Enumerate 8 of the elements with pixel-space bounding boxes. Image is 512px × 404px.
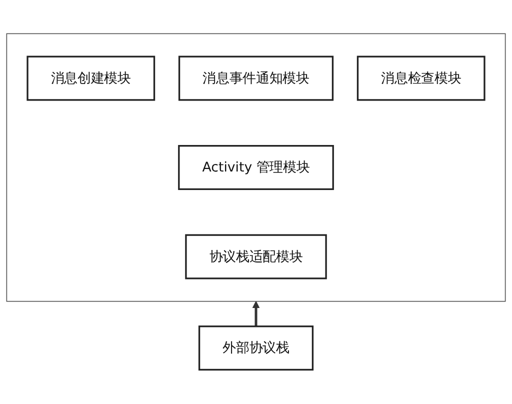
cluster — [6, 34, 506, 302]
node-box: 消息检查模块 — [356, 56, 486, 102]
arrow — [252, 301, 260, 327]
node-box: Activity 管理模块 — [178, 145, 334, 190]
node-box: 消息事件通知模块 — [178, 56, 334, 102]
node-box: 协议栈适配模块 — [185, 234, 327, 280]
node-box: 外部协议栈 — [198, 326, 314, 371]
node-box: 消息创建模块 — [26, 56, 156, 102]
